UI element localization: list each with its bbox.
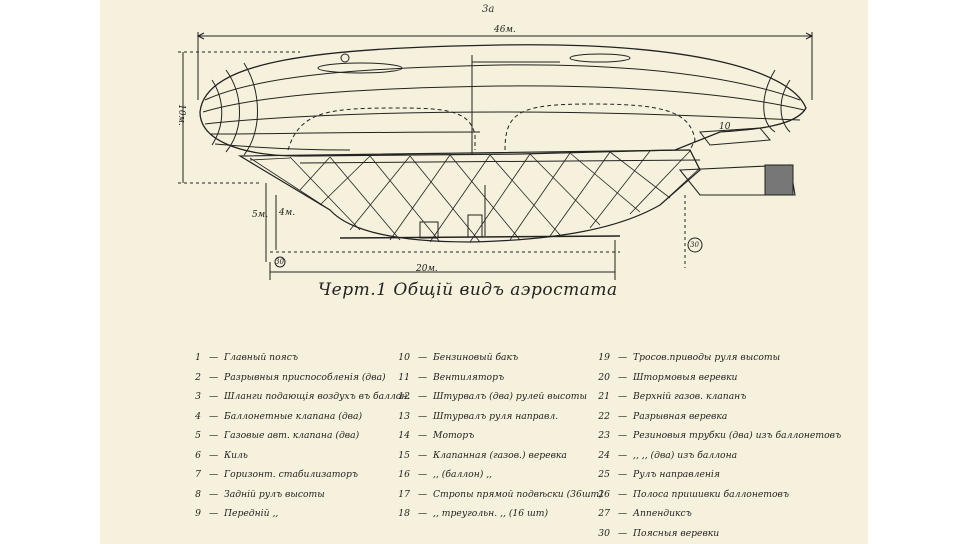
legend-item: 25— Рулъ направленія xyxy=(598,469,720,480)
drawing-caption: Черт.1 Общiй видъ аэростата xyxy=(318,280,618,300)
length-label: 46м. xyxy=(494,25,516,35)
legend-item: 1— Главный поясъ xyxy=(195,352,298,363)
legend-item: 16— ,, (баллон) ,, xyxy=(398,469,493,480)
legend-item: 30— Поясныя веревки xyxy=(598,527,720,539)
envelope xyxy=(199,44,807,157)
tail-unit xyxy=(678,164,796,196)
drop-label-1: 5м. xyxy=(252,210,269,220)
callout-10: 10 xyxy=(719,122,731,132)
legend-item: 3— Шланги подающія воздухъ въ баллон. xyxy=(195,391,411,402)
legend-item: 8— Задній рулъ высоты xyxy=(195,488,325,500)
legend-item: 21— Верхній газов. клапанъ xyxy=(598,391,747,402)
legend-item: 9— Передній ,, xyxy=(195,508,279,519)
legend-item: 6— Киль xyxy=(195,449,248,461)
callout-30-right: 30 xyxy=(690,241,699,249)
drop-label-2: 4м. xyxy=(279,208,296,218)
legend-item: 11— Вентиляторъ xyxy=(398,371,505,383)
legend-item: 27— Аппендиксъ xyxy=(598,508,692,519)
height-label: 10м. xyxy=(175,104,186,126)
legend-column-1: 1— Главный поясъ 2— Разрывныя приспособл… xyxy=(182,348,410,524)
span-label: 20м. xyxy=(416,264,438,274)
legend-item: 12— Штурвалъ (два) рулей высоты xyxy=(398,391,587,402)
legend-item: 22— Разрывная веревка xyxy=(598,410,728,422)
legend-item: 7— Горизонт. стабилизаторъ xyxy=(195,469,358,480)
callout-30-left: 30 xyxy=(275,258,284,266)
legend-item: 4— Баллонетные клапана (два) xyxy=(195,410,363,422)
legend-item: 17— Стропы прямой подвѣски (36шт) xyxy=(398,488,603,500)
legend-item: 2— Разрывныя приспособленія (два) xyxy=(195,371,386,383)
legend-item: 14— Моторъ xyxy=(398,430,475,441)
legend-item: 5— Газовые авт. клапана (два) xyxy=(195,430,360,441)
page-number: 3a xyxy=(482,4,495,15)
legend-item: 13— Штурвалъ руля направл. xyxy=(398,410,559,422)
legend-item: 24— ,, ,, (два) изъ баллона xyxy=(598,449,738,461)
legend-item: 23— Резиновыя трубки (два) изъ баллонето… xyxy=(598,430,842,441)
legend-item: 19— Тросов.приводы руля высоты xyxy=(598,352,781,363)
legend-column-3: 19— Тросов.приводы руля высоты 20— Шторм… xyxy=(592,348,841,543)
legend-item: 18— ,, треугольн. ,, (16 шт) xyxy=(398,508,549,519)
legend-item: 20— Штормовыя веревки xyxy=(598,371,738,383)
legend-item: 26— Полоса пришивки баллонетовъ xyxy=(598,488,790,500)
legend-item: 10— Бензиновый бакъ xyxy=(398,352,519,363)
legend-column-2: 10— Бензиновый бакъ 11— Вентиляторъ 12— … xyxy=(392,348,603,524)
legend-item: 15— Клапанная (газов.) веревка xyxy=(398,449,567,461)
